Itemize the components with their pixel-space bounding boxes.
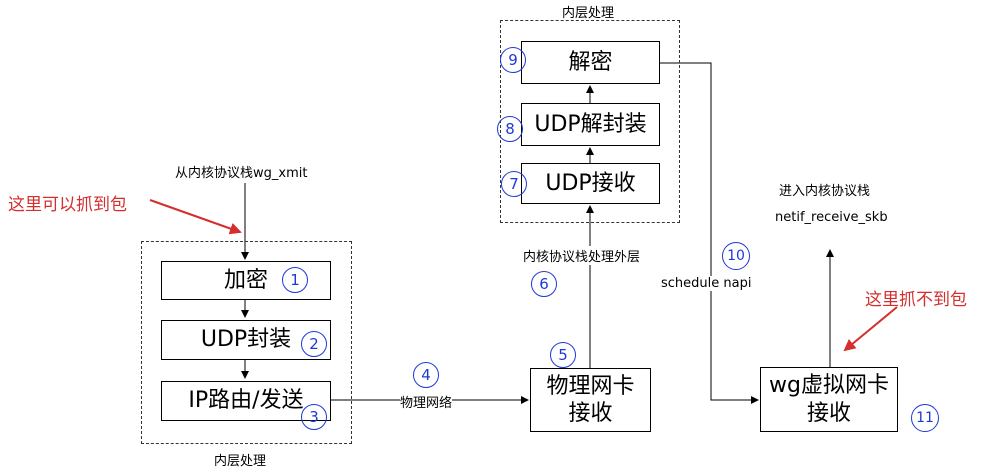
step-7-badge: 7 [501,171,527,197]
step-1-badge: 1 [282,267,308,293]
netif-receive-label: netif_receive_skb [775,210,888,225]
schedule-napi-label: schedule napi [661,276,752,291]
red-arrow-no-capture [843,306,898,352]
step-11-badge: 11 [911,404,939,432]
no-capture-label: 这里抓不到包 [865,290,967,310]
wg-nic-line1: wg虚拟网卡 [769,373,889,398]
phy-nic-box: 物理网卡 接收 [530,368,651,432]
red-arrow-capture [149,199,242,235]
enter-stack-label: 进入内核协议栈 [779,184,871,199]
arrow-decrypt-to-wg [660,62,759,404]
phy-nic-line1: 物理网卡 [546,373,635,399]
step-10-badge: 10 [722,242,750,270]
from-stack-label: 从内核协议栈wg_xmit [175,166,308,181]
step-6-badge: 6 [531,271,557,297]
udp-decap-box: UDP解封装 [521,103,660,146]
inner-top-caption: 内层处理 [562,6,615,21]
step-3-badge: 3 [301,404,327,430]
udp-recv-box: UDP接收 [521,163,660,204]
step-4-badge: 4 [413,362,439,388]
stack-outer-label: 内核协议栈处理外层 [523,246,641,265]
step-9-badge: 9 [500,47,526,73]
inner-group-left [141,241,352,444]
physical-network-label: 物理网络 [400,392,453,411]
inner-left-caption: 内层处理 [214,454,267,469]
step-5-badge: 5 [550,342,576,368]
capture-here-label: 这里可以抓到包 [8,195,127,215]
wg-nic-box: wg虚拟网卡 接收 [760,367,898,432]
wg-nic-line2: 接收 [806,400,851,426]
step-2-badge: 2 [301,331,327,357]
phy-nic-line2: 接收 [568,401,613,426]
step-8-badge: 8 [497,116,523,142]
decrypt-box: 解密 [521,41,660,84]
